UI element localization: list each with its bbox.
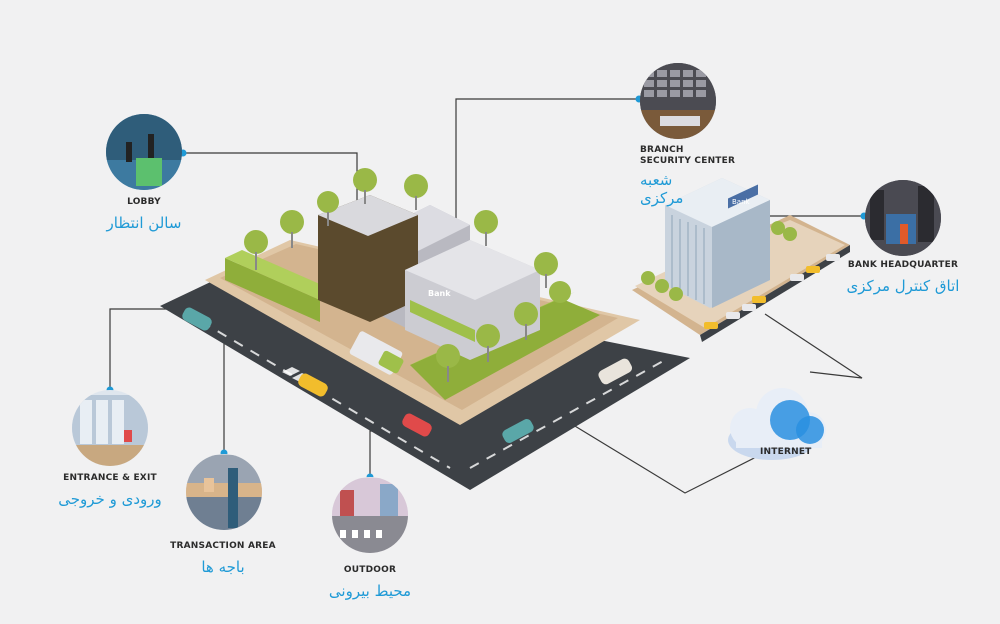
internet-title-en: INTERNET <box>760 447 812 457</box>
internet-cloud-icon <box>728 388 826 460</box>
trees <box>244 168 571 382</box>
lobby-title-fa: سالن انتظار <box>106 214 182 232</box>
headquarter-title-en: BANK HEADQUARTER <box>847 260 959 270</box>
branch-title-en-1: BRANCH <box>640 145 684 155</box>
outdoor-icon[interactable] <box>330 477 410 556</box>
lobby-title-en: LOBBY <box>127 197 161 207</box>
transaction-title-fa: باجه ها <box>201 558 245 576</box>
entrance-label: ENTRANCE & EXIT ورودی و خروجی <box>25 473 195 508</box>
branch-label: BRANCH SECURITY CENTER شعبه مرکزی <box>640 145 780 207</box>
branch-city-block: Bank <box>160 168 690 490</box>
transaction-title-en: TRANSACTION AREA <box>170 541 276 551</box>
internet-label: INTERNET <box>760 447 850 458</box>
headquarter-block: Bank <box>632 178 850 342</box>
outdoor-title-en: OUTDOOR <box>343 565 397 575</box>
lobby-camera-icon[interactable] <box>100 110 190 200</box>
entrance-title-fa: ورودی و خروجی <box>58 490 162 508</box>
hq-control-room-icon[interactable] <box>862 178 946 258</box>
transaction-icon[interactable] <box>184 454 264 537</box>
headquarter-label: BANK HEADQUARTER اتاق کنترل مرکزی <box>818 260 988 295</box>
branch-title-fa: شعبه مرکزی <box>640 171 684 207</box>
outdoor-label: OUTDOOR محیط بیرونی <box>285 565 455 600</box>
cars <box>182 307 633 443</box>
security-center-icon[interactable] <box>636 60 720 142</box>
bank-sign: Bank <box>428 289 451 298</box>
outdoor-title-fa: محیط بیرونی <box>328 582 412 600</box>
transaction-label: TRANSACTION AREA باجه ها <box>138 541 308 576</box>
entrance-icon[interactable] <box>70 390 150 470</box>
headquarter-title-fa: اتاق کنترل مرکزی <box>846 277 960 295</box>
hq-sign: Bank <box>732 198 751 206</box>
entrance-title-en: ENTRANCE & EXIT <box>63 473 157 483</box>
lobby-label: LOBBY سالن انتظار <box>59 197 229 232</box>
branch-title-en-2: SECURITY CENTER <box>640 156 736 166</box>
